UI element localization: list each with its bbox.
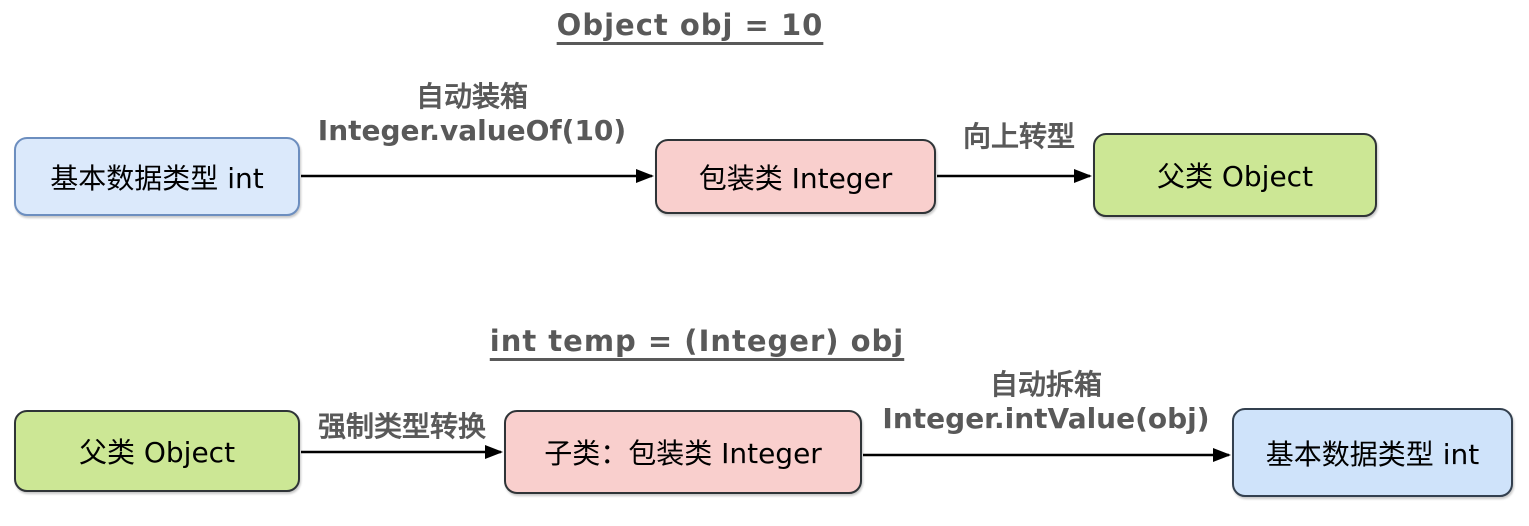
node-primitive-int-2: 基本数据类型 int [1232, 408, 1513, 497]
edge-label-upcast: 向上转型 [962, 120, 1075, 153]
edge-label-autoboxing-line1: 自动装箱 [415, 80, 528, 113]
node-primitive-int: 基本数据类型 int [14, 137, 300, 216]
node-child-wrapper-integer: 子类：包装类 Integer [504, 410, 862, 494]
edge-label-autoboxing: 自动装箱 Integer.valueOf(10) [272, 80, 672, 148]
flow1-title: Object obj = 10 [556, 8, 824, 42]
edge-label-autoboxing-line2: Integer.valueOf(10) [317, 114, 627, 148]
edge-label-unboxing-line2: Integer.intValue(obj) [882, 402, 1210, 436]
edge-label-unboxing-line1: 自动拆箱 [989, 368, 1102, 401]
node-parent-object-2: 父类 Object [14, 410, 300, 492]
node-parent-object: 父类 Object [1093, 133, 1377, 217]
edge-label-unboxing: 自动拆箱 Integer.intValue(obj) [846, 368, 1246, 436]
flow2-title: int temp = (Integer) obj [489, 324, 905, 358]
edge-label-forced-cast: 强制类型转换 [317, 410, 486, 443]
node-wrapper-integer: 包装类 Integer [655, 139, 936, 214]
